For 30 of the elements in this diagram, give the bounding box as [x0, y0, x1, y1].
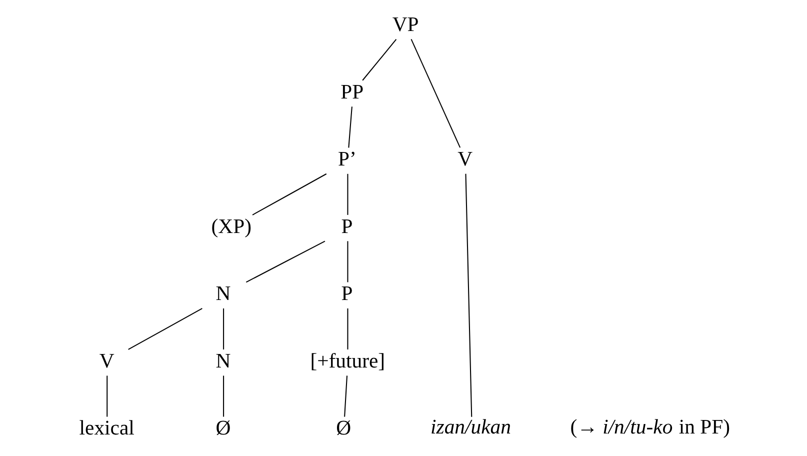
connector [346, 241, 348, 282]
connector [245, 240, 325, 283]
node-text: N [215, 283, 230, 306]
node-text: Ø [336, 418, 351, 440]
connector [128, 308, 202, 350]
connector [252, 173, 326, 216]
connector [346, 174, 348, 215]
node-text: izan/ukan [430, 416, 510, 438]
connector [362, 39, 396, 81]
connector [464, 174, 472, 417]
node-text: P’ [338, 148, 356, 171]
node-text: N [215, 350, 230, 372]
connector [106, 376, 108, 417]
node-text: P [340, 283, 352, 306]
connector [344, 376, 348, 417]
connector [222, 308, 224, 350]
node-text: (XP) [210, 216, 251, 238]
node-text: PP [340, 81, 364, 104]
node-text: [+future] [310, 350, 385, 372]
node-text: Ø [215, 418, 230, 440]
node-text: VP [392, 14, 418, 36]
label: (→ i/n/tu-ko in PF) [570, 416, 730, 438]
connector [222, 376, 224, 417]
node-text: lexical [78, 418, 134, 440]
node-text: V [457, 148, 472, 171]
connector [348, 106, 352, 148]
node-text: V [98, 350, 114, 372]
node-text: P [340, 216, 352, 238]
connector [346, 308, 348, 350]
connector [410, 38, 460, 148]
